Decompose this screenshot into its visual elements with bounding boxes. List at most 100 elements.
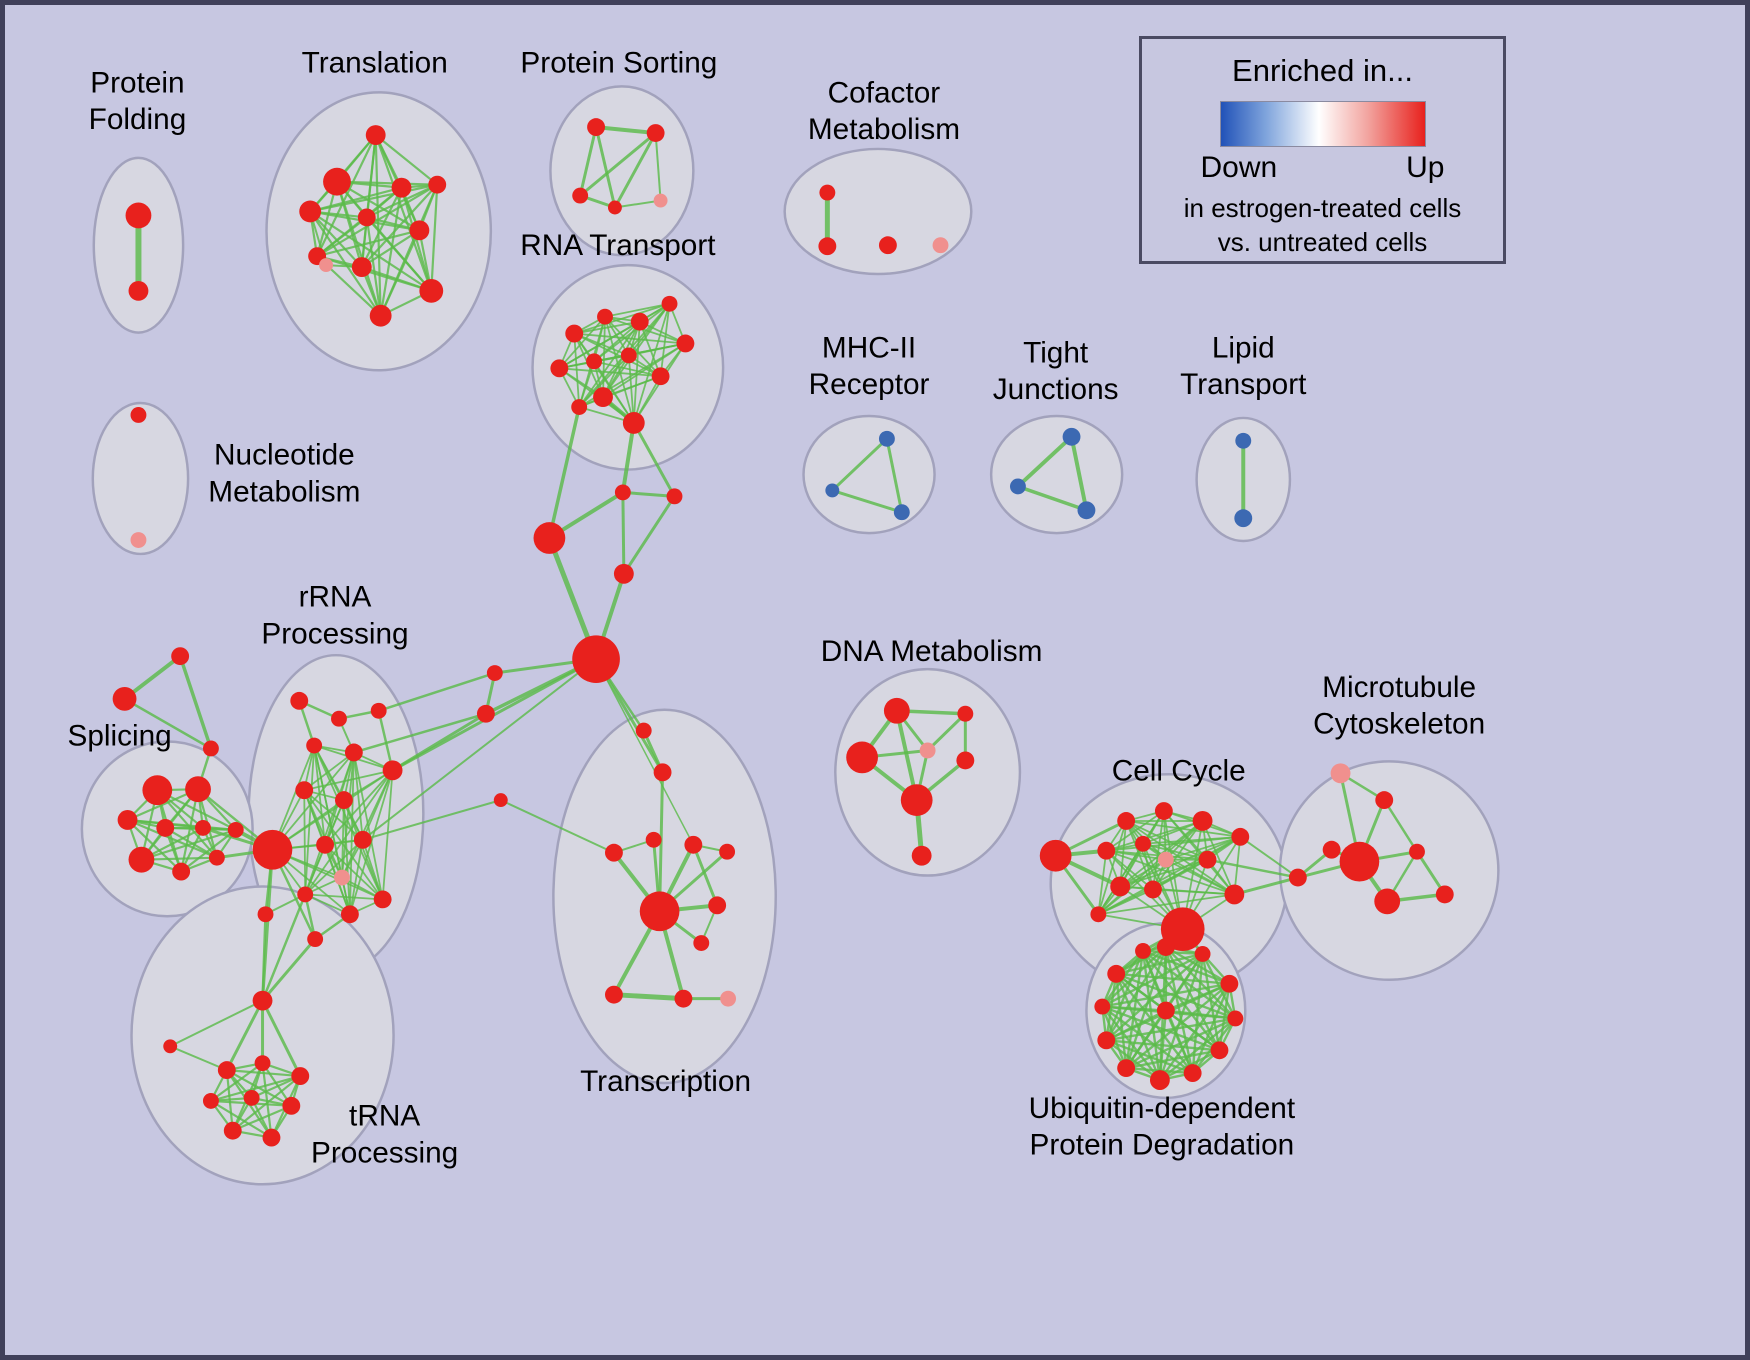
edge-ub4-ub9: [1105, 1017, 1237, 1042]
edge-rt11-cn2: [632, 421, 676, 498]
edge-tl9-tl10: [360, 265, 433, 292]
node-tx2: [653, 763, 672, 782]
node-cc4: [1192, 811, 1213, 831]
label-cell-cycle-line1: Cell Cycle: [1112, 754, 1246, 787]
node-rr2: [331, 710, 347, 727]
node-rt11: [622, 411, 645, 434]
node-rr9: [252, 829, 293, 870]
edge-cc9-cc10: [1119, 858, 1209, 888]
label-splicing-line1: Splicing: [67, 720, 171, 753]
edge-tl5-tl10: [430, 183, 439, 292]
edge-rt8-rt12: [578, 354, 630, 408]
node-rr7: [295, 781, 314, 800]
network-nodes: [112, 118, 1454, 1147]
legend-title: Enriched in...: [1232, 53, 1413, 88]
edge-cc7-cc9: [1142, 842, 1209, 861]
label-nucleotide-metabolism-line1: Nucleotide: [214, 439, 355, 472]
node-mt2: [1375, 791, 1394, 810]
edge-ps4-ps5: [613, 199, 662, 209]
edge-rr4-rr15: [313, 744, 384, 901]
edge-rt1-rt5: [573, 332, 687, 345]
edge-ub12-ub13: [1141, 949, 1168, 1012]
edge-rt4-rt9: [659, 302, 671, 378]
node-nm2: [130, 532, 147, 548]
edge-rt2-rt10: [602, 315, 606, 398]
edge-ub7-ub11: [1115, 972, 1162, 1082]
edge-rr9-rr15: [271, 848, 384, 901]
edge-cc3-cc6: [1105, 810, 1165, 852]
node-rr1: [290, 691, 309, 710]
label-translation-line1: Translation: [302, 47, 448, 80]
edge-ub6-ub11: [1115, 972, 1194, 1075]
edge-tl6-tl8: [316, 216, 368, 258]
edge-cn6-rr3: [377, 671, 497, 713]
edge-rr8-rr14: [343, 799, 351, 916]
edge-cc4-cc6: [1105, 820, 1204, 852]
node-ps1: [587, 118, 605, 137]
edge-cc5-cc7: [1142, 835, 1242, 845]
edge-tr9-tr1: [169, 1045, 228, 1072]
edge-ub9-ub12: [1105, 949, 1145, 1042]
edge-rr11-rr14: [348, 838, 364, 916]
edge-cn1-cn2: [621, 490, 676, 498]
edge-tl1-tl10: [374, 133, 433, 292]
edge-mh1-mh2: [830, 437, 889, 492]
edge-rt2-rt5: [604, 315, 687, 345]
node-rt9: [651, 367, 670, 386]
cluster-tight-junctions: [989, 414, 1124, 535]
node-tr0: [252, 990, 273, 1011]
label-protein-folding-line1: Protein: [90, 66, 184, 99]
edge-rr5-rr7: [303, 751, 355, 792]
edge-rt8-rt11: [627, 354, 635, 424]
edge-ub4-ub11: [1115, 972, 1237, 1020]
edge-cc4-cc13: [1201, 820, 1236, 896]
edge-rt4-rt10: [602, 302, 671, 398]
node-rr10: [316, 835, 335, 854]
edge-tr3-tr4: [209, 1074, 302, 1102]
edge-cc4-cc7: [1142, 820, 1204, 845]
node-lt1: [1235, 432, 1252, 449]
edge-tj2-tj3: [1016, 484, 1089, 512]
node-tl11: [369, 304, 392, 327]
edge-tl5-tl6: [365, 183, 439, 219]
node-cf3: [878, 236, 897, 255]
edge-mt2-mt5: [1382, 798, 1419, 853]
node-dm2: [957, 705, 974, 722]
edge-sp6-sp9: [140, 828, 237, 861]
legend-endpoint-labels: Down Up: [1201, 151, 1445, 185]
node-cf4: [932, 237, 949, 254]
edge-tj1-tj2: [1015, 434, 1074, 489]
edge-tr6-tr7: [231, 1104, 293, 1132]
edge-rr10-rr15: [324, 843, 384, 901]
node-tx10: [605, 985, 623, 1004]
edge-ub3-ub11: [1115, 972, 1231, 985]
edge-tr0-rr13: [261, 893, 307, 1002]
node-tr5: [243, 1089, 260, 1106]
edge-tl7-tl8: [316, 229, 421, 258]
cluster-mhc-ii-receptor: [802, 414, 936, 535]
edge-ub1-ub6: [1164, 945, 1194, 1075]
edge-rt7-rt9: [593, 360, 662, 378]
node-tx7: [639, 891, 680, 932]
edge-sp3-sp8: [126, 818, 218, 859]
label-lipid-transport-line2: Transport: [1180, 368, 1307, 401]
legend-down-label: Down: [1200, 151, 1278, 184]
edge-tj1-tj3: [1069, 434, 1089, 513]
edge-cc4-cc14: [1097, 820, 1204, 916]
edge-ub5-ub13: [1164, 1009, 1221, 1052]
edge-cc9-mt8: [1206, 858, 1300, 879]
edge-rr7-rr11: [303, 789, 364, 841]
node-tr8: [262, 1128, 281, 1147]
edge-ub6-ub13: [1164, 1009, 1194, 1075]
node-tr6: [282, 1096, 301, 1115]
node-cn1: [614, 484, 631, 501]
node-mt1: [1330, 763, 1351, 784]
edge-rr7-rr13: [303, 789, 307, 896]
edge-mh2-mh3: [830, 488, 904, 514]
node-tx12: [720, 990, 737, 1007]
node-lt2: [1234, 509, 1253, 528]
edge-cn1-cn4: [621, 490, 626, 576]
node-cc9: [1198, 850, 1217, 869]
node-cn2: [666, 488, 683, 505]
